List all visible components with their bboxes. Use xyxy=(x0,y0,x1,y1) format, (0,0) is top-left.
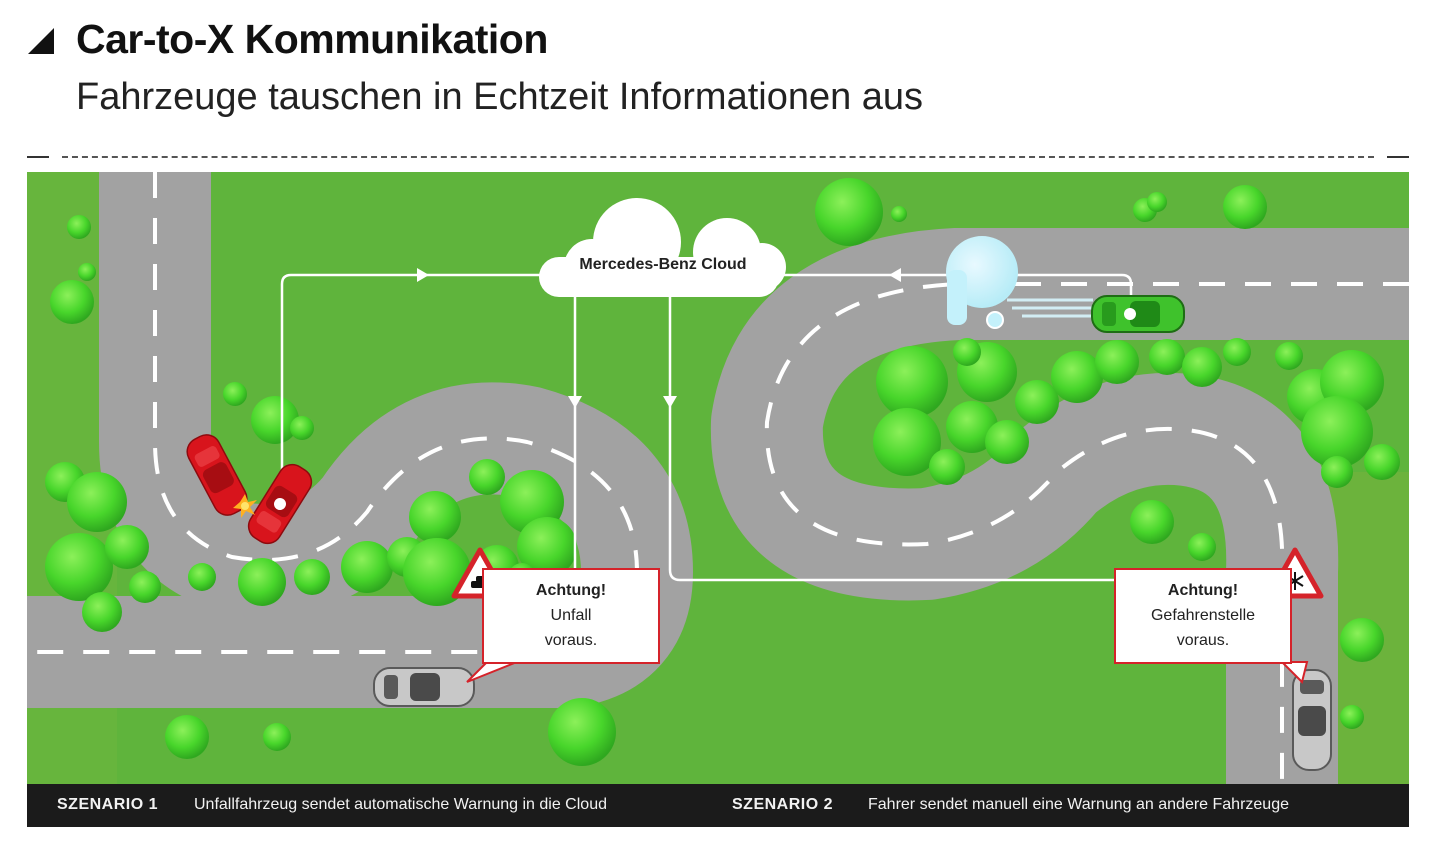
warning-box-accident: Achtung! Unfall voraus. xyxy=(482,568,660,664)
warning-box-hazard: Achtung! Gefahrenstelle voraus. xyxy=(1114,568,1292,664)
sender-car-2 xyxy=(1091,295,1185,333)
collision-spark-icon xyxy=(233,494,257,518)
warning-2-line-1: Gefahrenstelle xyxy=(1150,607,1256,624)
title-triangle-icon xyxy=(28,28,54,54)
scenario-1-text: Unfallfahrzeug sendet automatische Warnu… xyxy=(194,796,607,813)
receiving-car-2 xyxy=(1292,669,1332,771)
warning-1-line-2: voraus. xyxy=(544,632,598,649)
cloud-label: Mercedes-Benz Cloud xyxy=(579,256,747,273)
communication-lines xyxy=(280,273,1133,582)
arrow-heads xyxy=(417,268,901,408)
warning-1-heading: Achtung! xyxy=(535,582,607,599)
page-title: Car-to-X Kommunikation xyxy=(76,16,548,62)
header: Car-to-X Kommunikation Fahrzeuge tausche… xyxy=(0,0,1440,160)
cloud-icon xyxy=(539,198,786,297)
road-scenario-2 xyxy=(710,228,1409,784)
trees xyxy=(45,178,1400,766)
warning-2-heading: Achtung! xyxy=(1167,582,1239,599)
page-subtitle: Fahrzeuge tauschen in Echtzeit Informati… xyxy=(76,76,924,118)
scenario-2-text: Fahrer sendet manuell eine Warnung an an… xyxy=(868,796,1289,813)
warning-2-line-2: voraus. xyxy=(1176,632,1230,649)
warning-1-line-1: Unfall xyxy=(550,607,592,624)
receiving-car-1 xyxy=(373,667,475,707)
divider-right xyxy=(1387,156,1409,158)
scenario-footer: SZENARIO 1 Unfallfahrzeug sendet automat… xyxy=(27,784,1409,827)
divider-dotted xyxy=(62,156,1374,158)
scenario-2-label: SZENARIO 2 xyxy=(732,796,834,813)
scenario-1-label: SZENARIO 1 xyxy=(57,796,159,813)
divider-left xyxy=(27,156,49,158)
thought-bubble-icon xyxy=(946,236,1093,329)
accident-car-2 xyxy=(247,463,313,545)
scenario-diagram: Mercedes-Benz Cloud Achtung! Unfall vora… xyxy=(27,172,1409,784)
warning-2-tail xyxy=(1279,661,1309,684)
accident-car-1 xyxy=(186,434,248,516)
